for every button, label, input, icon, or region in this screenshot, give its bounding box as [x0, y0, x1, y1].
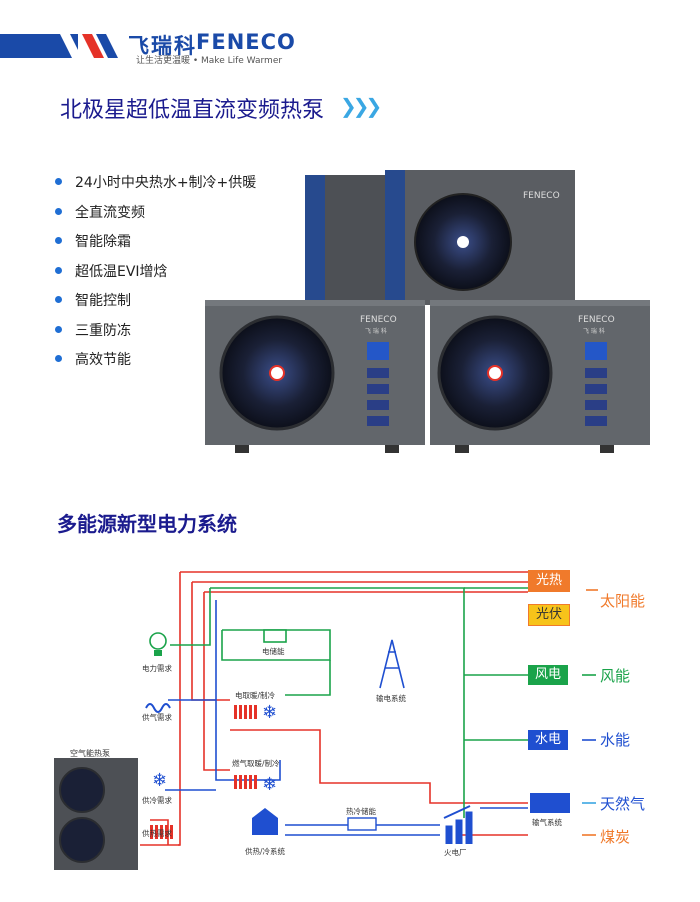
- air-heat-pump-label: 空气能热泵: [70, 749, 110, 758]
- snowflake-icon: ❄: [262, 702, 277, 723]
- gas-heat-label: 燃气取暖/制冷: [232, 759, 280, 768]
- power-demand-label: 电力需求: [142, 664, 172, 673]
- energy-system-diagram: ❄ ❄ ❄: [54, 571, 598, 870]
- thermal-plant-label: 火电厂: [444, 848, 467, 857]
- heat-demand-label: 供热需求: [142, 829, 172, 838]
- brand-name-cn: 飞瑞科: [128, 34, 197, 58]
- feature-item: 智能控制: [55, 290, 256, 320]
- unit-brand-label: FENECO: [578, 315, 615, 325]
- product-title: 北极星超低温直流变频热泵: [60, 98, 325, 123]
- solar-pv-box: 光伏: [528, 604, 570, 626]
- wind-power-box: 风电: [528, 665, 568, 685]
- diagram-title: 多能源新型电力系统: [57, 512, 237, 536]
- source-coal: 煤炭: [600, 828, 631, 846]
- storage-label: 电储能: [262, 647, 285, 656]
- feature-list: 24小时中央热水+制冷+供暖 全直流变频 智能除霜 超低温EVI增焓 智能控制 …: [55, 172, 256, 379]
- feature-item: 24小时中央热水+制冷+供暖: [55, 172, 256, 202]
- source-wind: 风能: [600, 667, 631, 685]
- gas-demand-label: 供气需求: [142, 713, 172, 722]
- brand-slogan: 让生活更温暖 • Make Life Warmer: [136, 56, 283, 66]
- solar-heat-box: 光热: [528, 570, 570, 592]
- snowflake-icon: ❄: [152, 770, 167, 791]
- feature-item: 高效节能: [55, 349, 256, 379]
- power-transmission-label: 输电系统: [376, 694, 406, 703]
- feature-item: 智能除霜: [55, 231, 256, 261]
- cold-demand-label: 供冷需求: [142, 796, 172, 805]
- feature-item: 三重防冻: [55, 320, 256, 350]
- source-water: 水能: [600, 731, 631, 749]
- feature-item: 超低温EVI增焓: [55, 261, 256, 291]
- snowflake-icon: ❄: [262, 774, 277, 795]
- source-gas: 天然气: [600, 795, 646, 813]
- thermal-storage-label: 热冷储能: [346, 807, 376, 816]
- heat-cold-system-label: 供热/冷系统: [245, 847, 286, 856]
- source-solar: 太阳能: [600, 592, 646, 610]
- unit-brand-cn-label: 飞 瑞 科: [583, 327, 605, 335]
- heat-pump-units-image: FENECO FENECO 飞 瑞 科 FENECO 飞 瑞 科: [205, 170, 650, 453]
- brand-name-en: FENECO: [196, 30, 296, 54]
- chevron-right-icon: ❯❯❯: [340, 94, 382, 118]
- unit-brand-label: FENECO: [360, 315, 397, 325]
- unit-brand-label: FENECO: [523, 191, 560, 201]
- logo-stripes: [0, 34, 118, 58]
- hydro-box: 水电: [528, 730, 568, 750]
- gas-transmission-label: 输气系统: [532, 818, 562, 827]
- feature-item: 全直流变频: [55, 202, 256, 232]
- unit-brand-cn-label: 飞 瑞 科: [365, 327, 387, 335]
- elec-heat-label: 电取暖/制冷: [235, 691, 276, 700]
